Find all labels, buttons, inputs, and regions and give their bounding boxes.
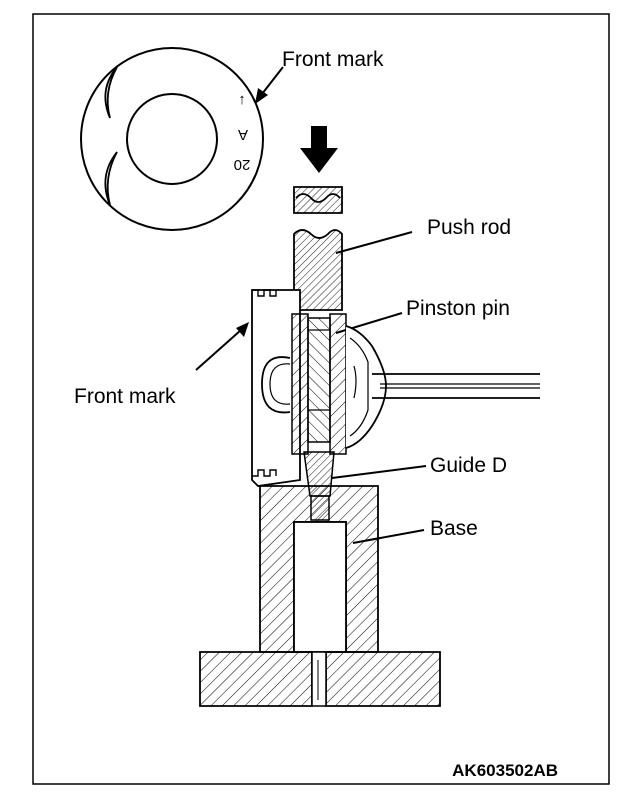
base-label: Base bbox=[430, 517, 478, 540]
push-rod-label: Push rod bbox=[427, 216, 511, 239]
connecting-rod bbox=[345, 325, 540, 449]
press-direction-arrow bbox=[300, 126, 338, 173]
front-mark-left-label: Front mark bbox=[74, 385, 176, 408]
figure-border bbox=[32, 13, 610, 785]
push-rod bbox=[293, 186, 343, 311]
front-mark-top-arrowhead bbox=[255, 88, 268, 104]
front-mark-top-leader bbox=[261, 66, 284, 95]
figure-code: AK603502AB bbox=[452, 761, 558, 780]
front-mark-left-arrowhead bbox=[236, 322, 249, 337]
press-base bbox=[199, 485, 441, 707]
base-leader bbox=[352, 529, 425, 544]
piston-mark-number: 20 bbox=[234, 156, 251, 173]
piston-pin-label: Pinston pin bbox=[406, 297, 510, 320]
push-rod-leader bbox=[335, 231, 413, 254]
piston-mark-arrow: ↑ bbox=[238, 91, 246, 108]
guide-d-label: Guide D bbox=[430, 454, 507, 477]
front-mark-left-leader bbox=[195, 329, 242, 371]
piston-mark-letter: A bbox=[238, 126, 248, 143]
front-mark-top-label: Front mark bbox=[282, 48, 384, 71]
guide-d-leader bbox=[331, 465, 427, 479]
piston-top-view: ↑ A 20 bbox=[80, 47, 264, 231]
piston-side-view bbox=[251, 289, 301, 487]
